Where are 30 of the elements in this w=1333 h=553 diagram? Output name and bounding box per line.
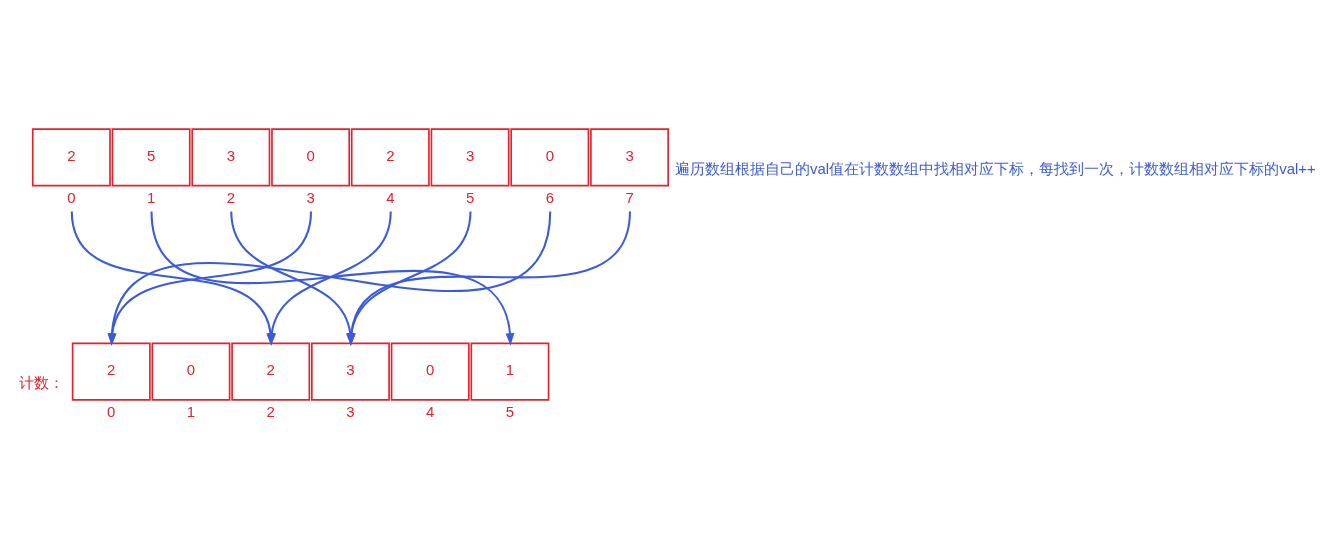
- node-label: 3: [346, 402, 355, 420]
- node-label: 2: [226, 188, 236, 206]
- node-box: 3: [191, 127, 271, 186]
- node-label: 6: [545, 188, 554, 206]
- node-box: 0: [390, 342, 470, 401]
- node-box: 0: [510, 127, 590, 186]
- node-label: 3: [306, 188, 315, 206]
- node-label: 1: [146, 188, 156, 206]
- node-box: 2: [231, 342, 311, 401]
- node-box: 2: [350, 127, 430, 186]
- node-label: 4: [386, 188, 395, 206]
- node-label: 0: [107, 402, 116, 420]
- node-box: 3: [311, 342, 390, 401]
- node-label: 5: [465, 188, 475, 206]
- node-box: 3: [590, 127, 669, 186]
- node-label: 5: [505, 402, 515, 420]
- node-label: 4: [426, 402, 435, 420]
- node-box: 3: [430, 127, 510, 186]
- node-label: 1: [186, 402, 196, 420]
- node-box: 5: [111, 127, 191, 186]
- node-box: 2: [31, 127, 111, 186]
- node-box: 1: [470, 342, 550, 401]
- node-label: 7: [625, 188, 634, 206]
- node-box: 2: [71, 342, 151, 401]
- node-label: 0: [67, 188, 76, 206]
- node-box: 0: [271, 127, 351, 186]
- node-box: 0: [151, 342, 231, 401]
- label: 遍历数组根据自己的val值在计数数组中找相对应下标，每找到一次，计数数组相对应下标的val++: [675, 159, 1316, 177]
- label: 计数：: [18, 373, 64, 391]
- node-label: 2: [266, 402, 275, 420]
